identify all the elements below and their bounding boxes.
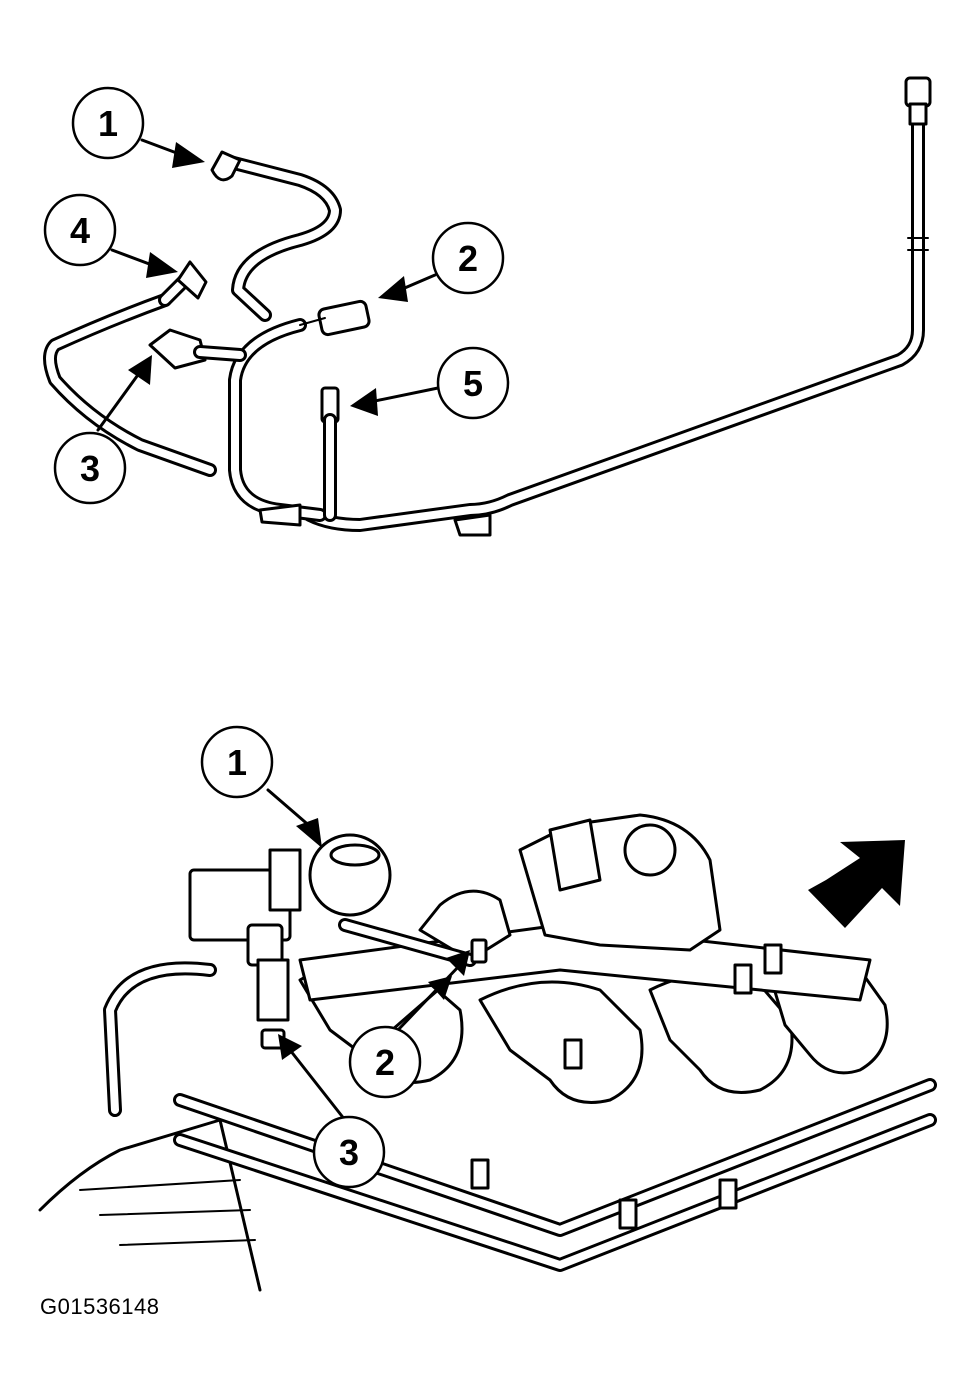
bottom-callout-3: 3: [312, 1115, 386, 1189]
bottom-callout-1: 1: [200, 725, 274, 799]
figure-id: G01536148: [40, 1294, 160, 1319]
bottom-callout-3-label: 3: [339, 1132, 359, 1173]
top-callout-5: 5: [436, 346, 510, 420]
top-leader-lines: [96, 138, 440, 432]
top-callout-2: 2: [431, 221, 505, 295]
top-callout-5-label: 5: [463, 363, 483, 404]
direction-arrow-icon: [808, 840, 905, 928]
upper-fuel-line-assembly: [43, 76, 932, 537]
bottom-leader-lines: [266, 788, 470, 1122]
bottom-callouts: 1 2 3: [200, 725, 422, 1189]
top-callout-3: 3: [53, 431, 127, 505]
bottom-callout-1-label: 1: [227, 742, 247, 783]
top-callout-2-label: 2: [458, 238, 478, 279]
top-callout-3-label: 3: [80, 448, 100, 489]
top-callout-4: 4: [43, 193, 117, 267]
top-callout-1-label: 1: [98, 103, 118, 144]
top-callout-1: 1: [71, 86, 145, 160]
top-callout-4-label: 4: [70, 210, 90, 251]
top-callouts: 1 4 2 5 3: [43, 86, 510, 505]
bottom-callout-2-label: 2: [375, 1042, 395, 1083]
bottom-callout-2: 2: [348, 1025, 422, 1099]
engine-intake-assembly: [38, 813, 937, 1292]
